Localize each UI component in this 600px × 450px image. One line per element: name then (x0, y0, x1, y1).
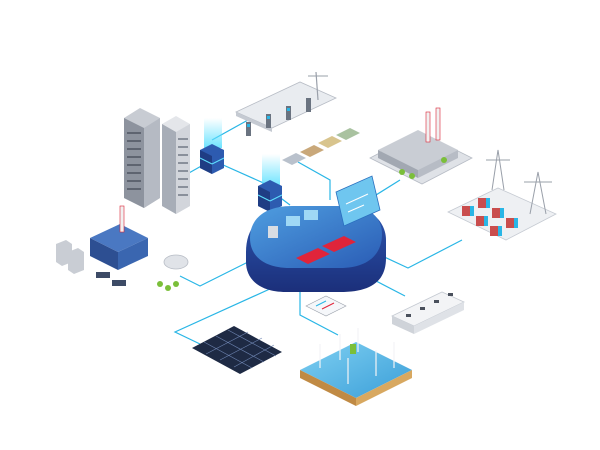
substation-icon (447, 149, 557, 241)
car-icon (282, 128, 360, 165)
link-cloud-solar (173, 287, 273, 345)
power-plant-icon (56, 205, 189, 291)
server-stack-icon (257, 154, 283, 212)
wind-turbine-icon (300, 328, 412, 406)
report-chart-icon (305, 295, 347, 317)
battery-storage-icon (391, 291, 465, 334)
monitor-screen-icon (335, 175, 381, 227)
link-cloud-wind (299, 290, 339, 336)
cloud-data-center-icon (246, 175, 386, 292)
factory-icon (369, 107, 473, 185)
server-stack-icon (199, 118, 225, 174)
office-building-icon (124, 108, 190, 214)
solar-panel-icon (192, 326, 282, 374)
link-cloud-cars (297, 161, 331, 200)
workstation-icon (268, 210, 318, 238)
link-cloud-substation (379, 239, 463, 269)
link-cloud-powerplant (179, 261, 249, 287)
ev-charging-icon (235, 71, 337, 136)
